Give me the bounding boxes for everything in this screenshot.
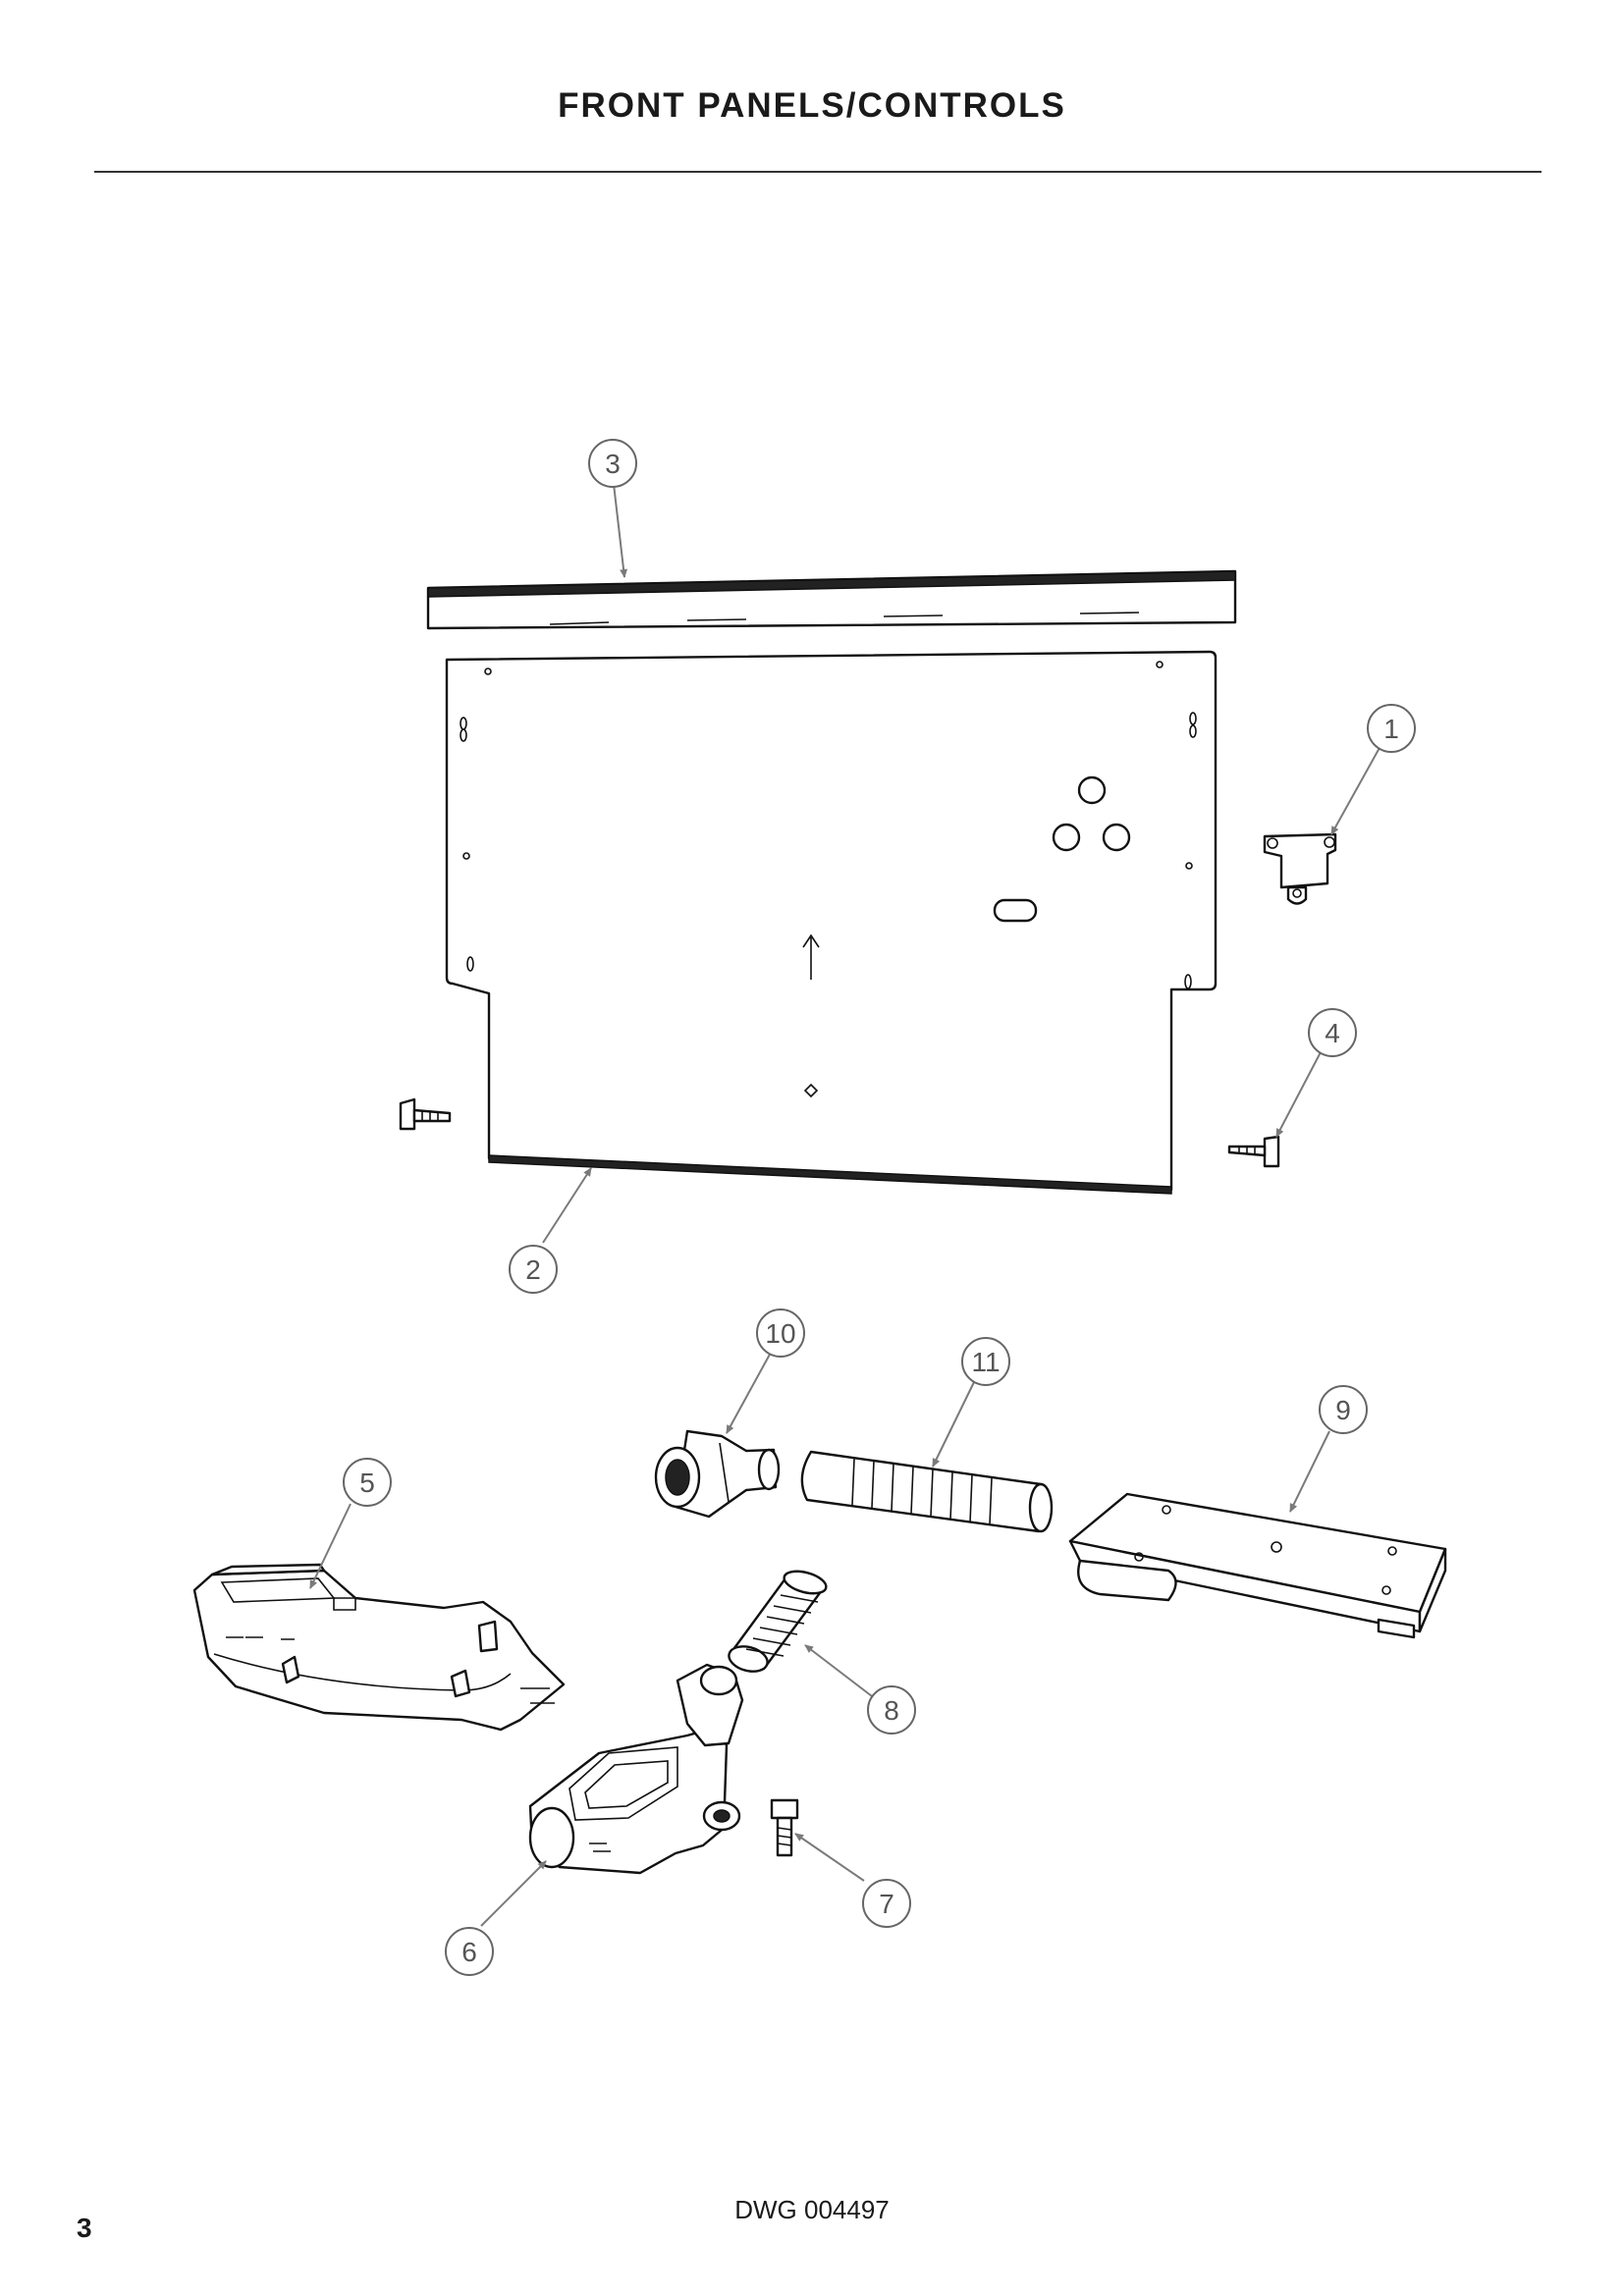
bolt-icon <box>770 1798 799 1857</box>
svg-text:8: 8 <box>884 1695 899 1726</box>
callout-10: 10 <box>756 1308 805 1358</box>
svg-text:9: 9 <box>1335 1395 1351 1425</box>
elbow-fitting-icon <box>654 1429 781 1519</box>
corrugated-hose-icon <box>800 1450 1054 1533</box>
page-title: FRONT PANELS/CONTROLS <box>558 86 1066 125</box>
svg-text:7: 7 <box>879 1889 894 1919</box>
callout-7: 7 <box>862 1879 911 1928</box>
air-duct-icon <box>192 1563 566 1732</box>
callout-4: 4 <box>1308 1008 1357 1057</box>
callout-2: 2 <box>509 1245 558 1294</box>
svg-text:3: 3 <box>605 449 621 479</box>
front-panel-icon <box>445 650 1218 1195</box>
svg-text:4: 4 <box>1325 1018 1340 1048</box>
hinge-bracket-icon <box>1263 832 1337 905</box>
callout-11: 11 <box>961 1337 1010 1386</box>
callout-3: 3 <box>588 439 637 488</box>
svg-text:1: 1 <box>1383 714 1399 744</box>
svg-text:11: 11 <box>971 1347 1000 1377</box>
drawing-number: DWG 004497 <box>734 2195 890 2224</box>
hose-connector-icon <box>528 1663 744 1875</box>
page-number: 3 <box>77 2213 92 2243</box>
svg-text:10: 10 <box>765 1318 795 1349</box>
callout-8: 8 <box>867 1685 916 1735</box>
title-divider <box>94 171 1542 173</box>
callout-1: 1 <box>1367 704 1416 753</box>
screw-clip-icon <box>399 1097 452 1131</box>
top-trim-strip-icon <box>426 569 1237 630</box>
screw-clip-icon <box>1227 1135 1280 1168</box>
svg-text:5: 5 <box>359 1468 375 1498</box>
mounting-plate-icon <box>1068 1492 1447 1639</box>
flexible-hose-icon <box>728 1570 828 1673</box>
svg-text:2: 2 <box>525 1255 541 1285</box>
svg-text:6: 6 <box>461 1937 477 1967</box>
callout-9: 9 <box>1319 1385 1368 1434</box>
callout-5: 5 <box>343 1458 392 1507</box>
callout-6: 6 <box>445 1927 494 1976</box>
